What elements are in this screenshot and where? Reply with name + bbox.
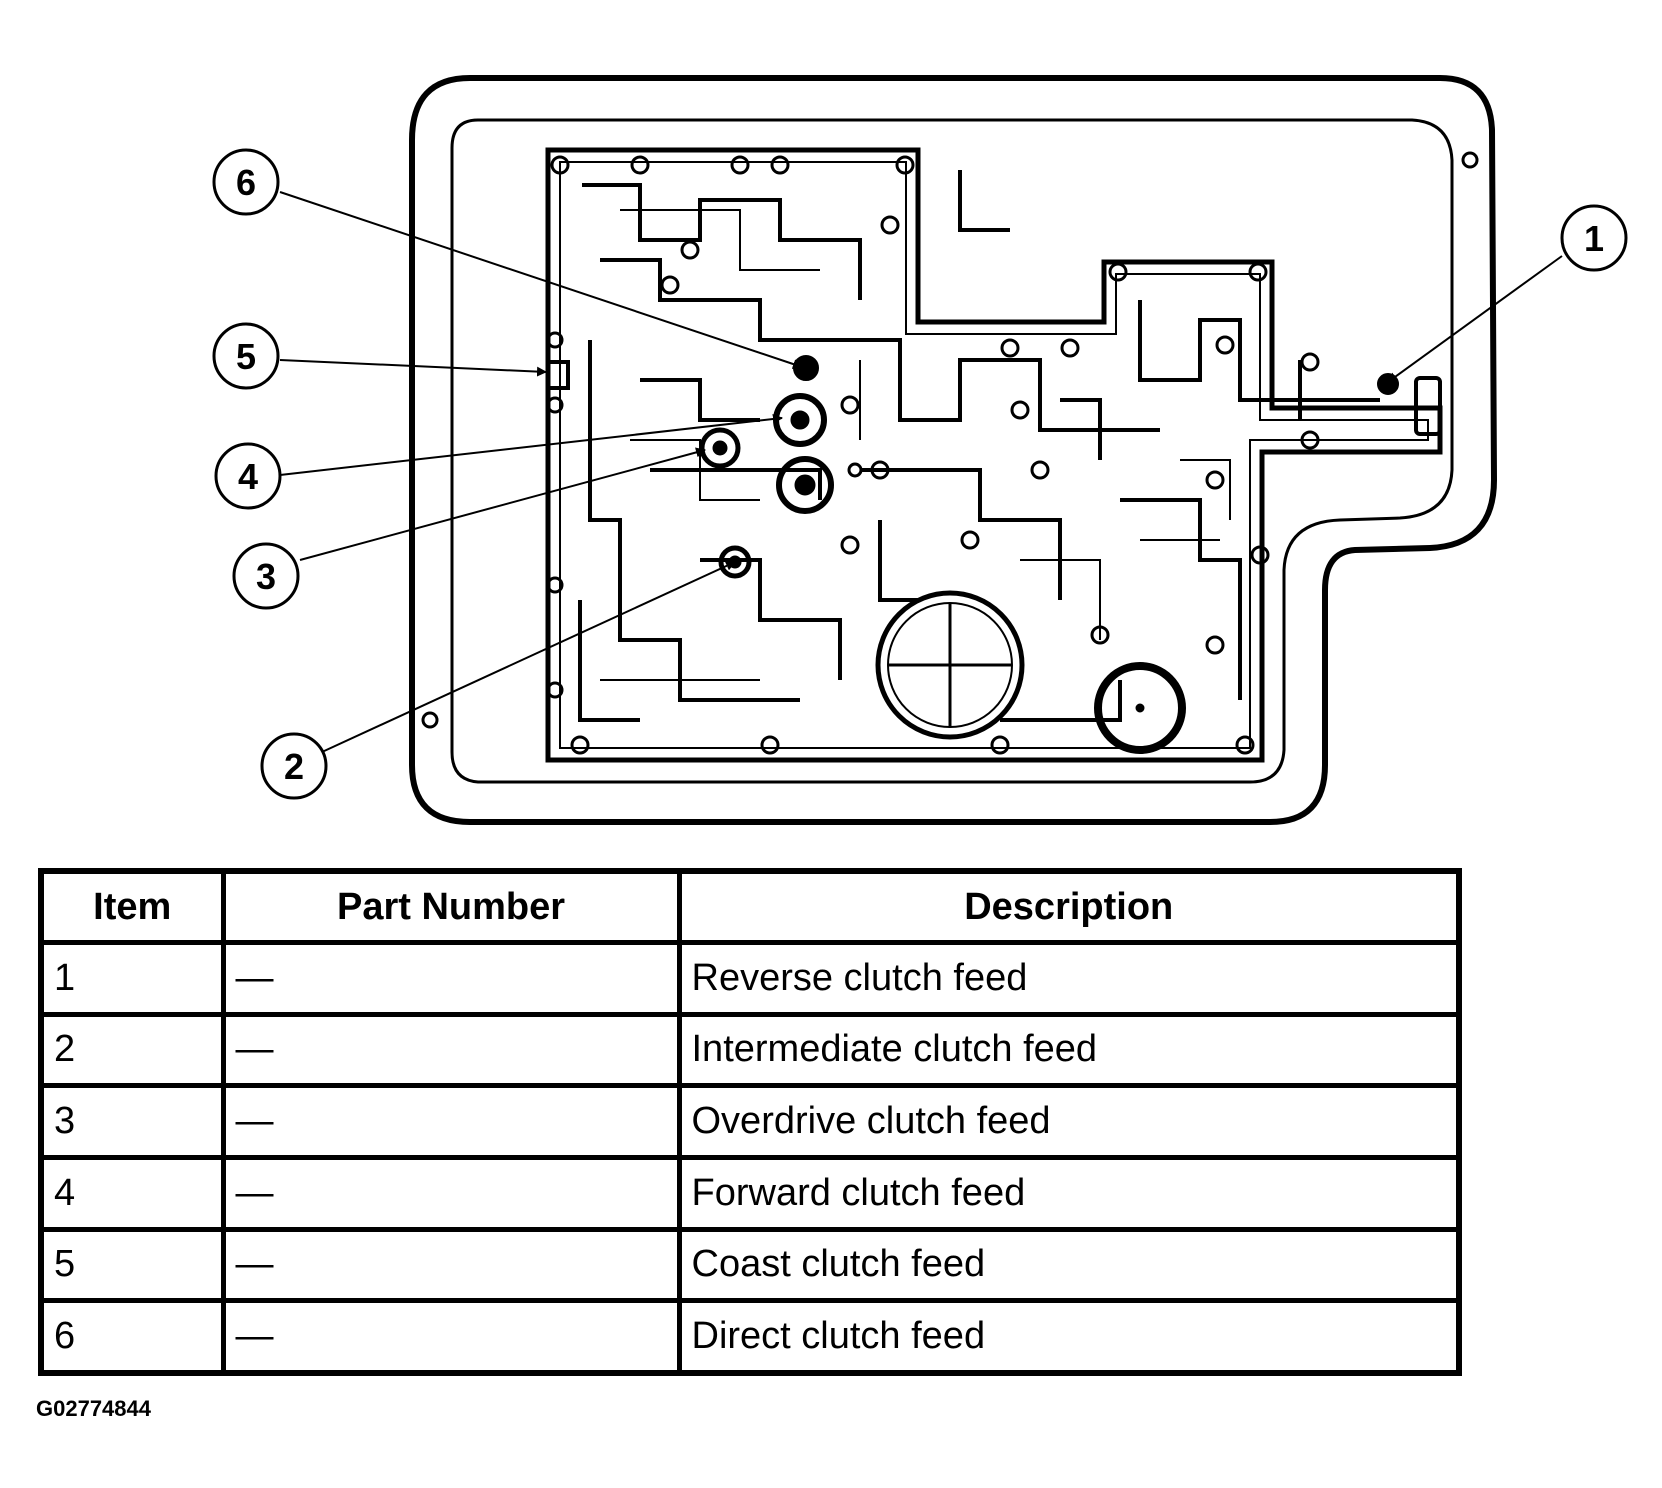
table-row: 1 — Reverse clutch feed [38,940,1462,1017]
cell-item: 6 [38,1298,226,1376]
leader-lines [279,191,1563,753]
cell-part-number: — [220,1154,682,1232]
bolt-holes [421,151,1479,755]
cell-description: Reverse clutch feed [676,940,1462,1017]
table-row: 2 — Intermediate clutch feed [38,1011,1462,1089]
cell-description: Direct clutch feed [676,1298,1462,1376]
cell-description: Coast clutch feed [676,1226,1462,1304]
callout-number: 3 [256,556,276,597]
callout-4: 4 [214,442,282,510]
table-row: 5 — Coast clutch feed [38,1226,1462,1304]
cell-part-number: — [220,940,682,1017]
valve-body-plate [545,147,1443,763]
accumulator-bores [875,590,1186,754]
parts-table: Item Part Number Description 1 — Reverse… [38,868,1462,1376]
callout-1: 1 [1560,204,1628,272]
callout-6: 6 [212,148,280,216]
fluid-passages-thin [600,209,1231,681]
callout-5: 5 [212,322,280,390]
cell-part-number: — [220,1011,682,1089]
cell-description: Forward clutch feed [676,1154,1462,1232]
pan-outline [409,75,1498,825]
callout-number: 4 [238,456,258,497]
cell-item: 1 [38,940,226,1017]
callout-number: 5 [236,336,256,377]
leader-line-1 [1387,255,1563,383]
table-row: 3 — Overdrive clutch feed [38,1083,1462,1160]
table-row: 4 — Forward clutch feed [38,1154,1462,1232]
valve-body-diagram: 1 2 3 4 5 6 [212,75,1628,825]
table-header-row: Item Part Number Description [38,868,1462,945]
figure-id: G02774844 [36,1396,151,1421]
header-description: Description [676,868,1462,945]
cell-item: 5 [38,1226,226,1304]
callout-3: 3 [232,542,300,610]
callout-2: 2 [260,732,328,800]
pan-inner-outline [450,118,1454,784]
callout-number: 2 [284,746,304,787]
valve-body-plate-inner [559,161,1429,749]
leader-line-3 [299,447,706,561]
header-part-number: Part Number [220,868,682,945]
table-row: 6 — Direct clutch feed [38,1298,1462,1376]
feed-ports [546,355,1442,579]
leader-line-5 [279,359,547,377]
leader-line-6 [279,191,803,369]
cell-item: 2 [38,1011,226,1089]
cell-description: Intermediate clutch feed [676,1011,1462,1089]
leader-line-2 [321,561,736,753]
header-item: Item [38,868,226,945]
cell-part-number: — [220,1083,682,1160]
cell-part-number: — [220,1298,682,1376]
leader-line-4 [279,414,783,476]
callout-number: 6 [236,162,256,203]
cell-item: 3 [38,1083,226,1160]
cell-part-number: — [220,1226,682,1304]
cell-description: Overdrive clutch feed [676,1083,1462,1160]
cell-item: 4 [38,1154,226,1232]
callout-number: 1 [1584,218,1604,259]
